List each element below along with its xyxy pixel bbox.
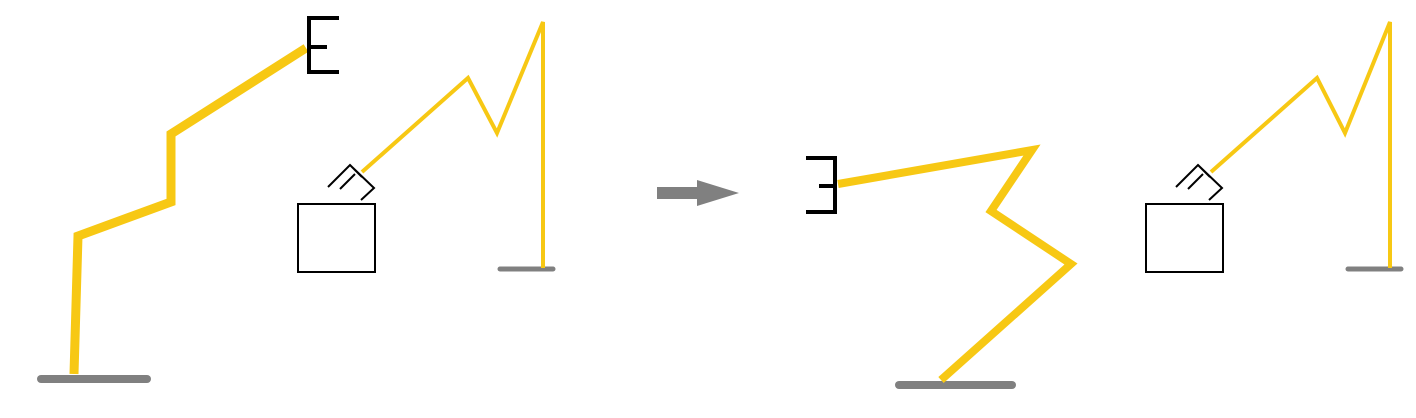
before-robot-b-gripper-icon [327, 163, 376, 201]
after-robot-a-arm [837, 144, 1078, 383]
after-box [1145, 203, 1224, 273]
arrow-head [697, 180, 739, 206]
before-robot-b [327, 21, 556, 272]
after-panel [806, 21, 1404, 389]
after-robot-b-gripper-icon [1175, 163, 1224, 201]
after-robot-b [1175, 21, 1404, 272]
after-robot-b-arm [1209, 21, 1392, 268]
before-robot-a-arm [69, 44, 309, 375]
arrow-shaft [657, 187, 699, 199]
transition-arrow-icon [657, 180, 739, 206]
before-robot-a [37, 16, 339, 383]
before-panel [37, 16, 556, 383]
before-robot-b-arm [360, 21, 545, 268]
before-box [297, 203, 376, 273]
after-robot-a [806, 144, 1078, 389]
